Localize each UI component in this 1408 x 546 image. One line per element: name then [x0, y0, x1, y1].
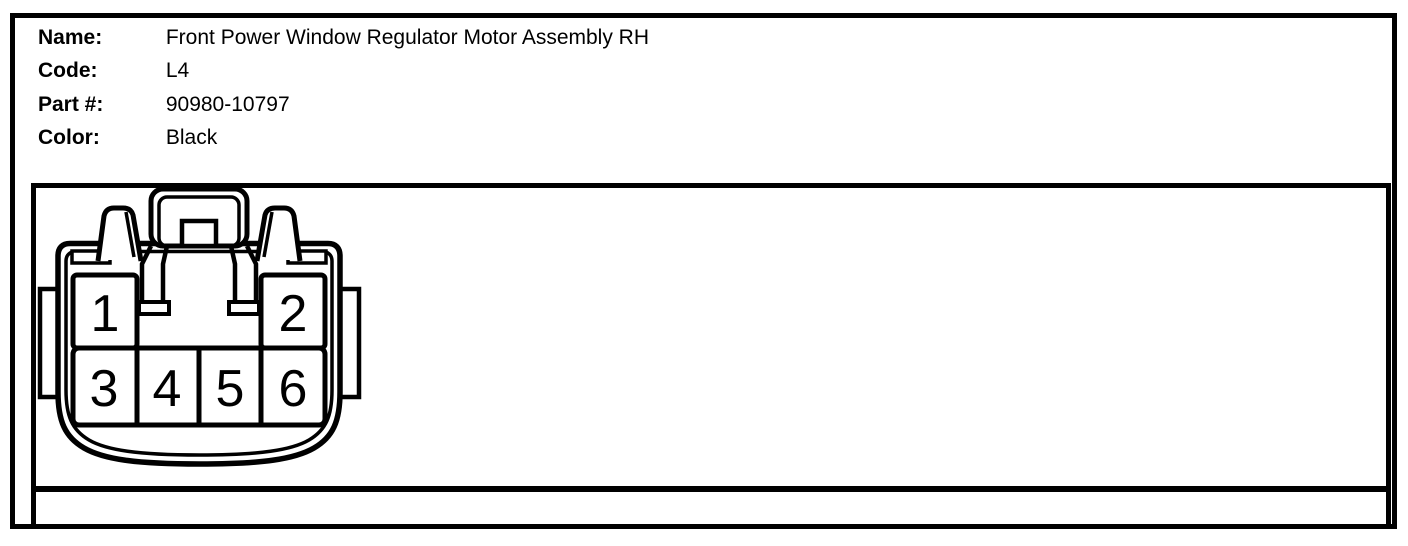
name-value: Front Power Window Regulator Motor Assem…	[165, 26, 650, 49]
latch-foot-left	[137, 300, 171, 316]
connector-drawing: 1 2 3 4 5 6	[37, 186, 362, 467]
ear-right-inner-line	[262, 211, 274, 258]
pin-label-1: 1	[91, 285, 120, 343]
pin-label-3: 3	[90, 360, 119, 418]
pin-cavity-1	[70, 272, 140, 351]
part-number-value: 90980-10797	[165, 93, 290, 116]
color-value: Black	[165, 126, 218, 149]
diagram-footer-divider	[36, 486, 1386, 492]
latch-foot-right	[227, 300, 261, 316]
pin-cavity-2	[258, 272, 328, 351]
field-row-color: Color: Black	[38, 127, 217, 151]
ear-left-fill	[98, 208, 141, 260]
pin-label-5: 5	[216, 360, 245, 418]
latch-leg-left-outer	[139, 244, 154, 302]
diagram-footer-strip	[36, 492, 1386, 524]
field-row-name: Name: Front Power Window Regulator Motor…	[38, 27, 649, 51]
pin-label-2: 2	[279, 285, 308, 343]
latch-leg-right-outer	[244, 244, 259, 302]
ear-left-icon	[95, 205, 144, 262]
code-label: Code:	[38, 59, 98, 82]
ear-right-icon	[254, 205, 303, 262]
code-value: L4	[165, 59, 190, 82]
latch-button	[179, 218, 219, 249]
pin-cavity-dividers	[134, 348, 264, 425]
part-number-label: Part #:	[38, 93, 104, 116]
color-label: Color:	[38, 126, 100, 149]
ear-left-inner-line	[124, 211, 136, 258]
latch-leg-left-inner	[160, 245, 170, 302]
field-row-code: Code: L4	[38, 60, 189, 84]
pin-label-4: 4	[153, 360, 182, 418]
latch-leg-right-inner	[228, 245, 238, 302]
pin-label-6: 6	[279, 360, 308, 418]
name-label: Name:	[38, 26, 103, 49]
field-row-part-number: Part #: 90980-10797	[38, 94, 290, 118]
connector-body-inner-line	[64, 249, 334, 457]
ear-right-fill	[257, 208, 300, 260]
